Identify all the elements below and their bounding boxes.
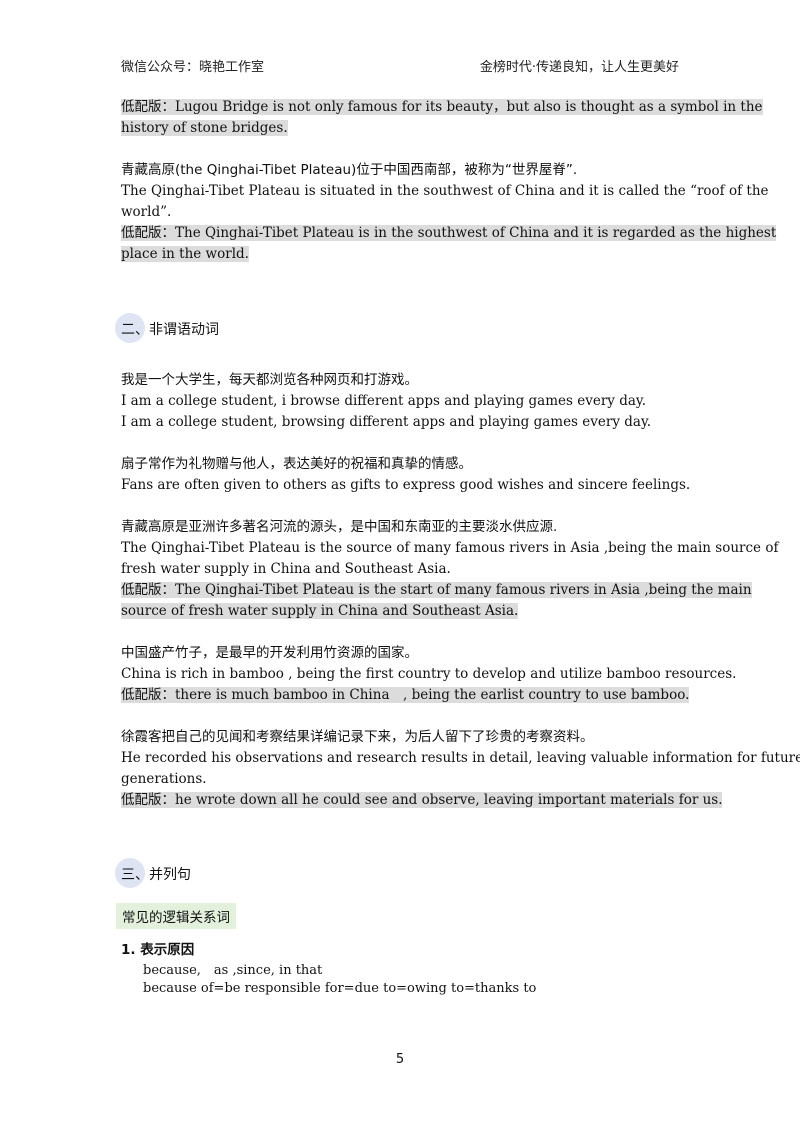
low-version-line: source of fresh water supply in China an… bbox=[121, 601, 519, 622]
low-version-line: 低配版：The Qinghai-Tibet Plateau is the sta… bbox=[121, 580, 752, 601]
low-version-line: 低配版：he wrote down all he could see and o… bbox=[121, 790, 723, 811]
low-version-line: 低配版：The Qinghai-Tibet Plateau is in the … bbox=[121, 223, 777, 244]
english-sentence: Fans are often given to others as gifts … bbox=[121, 477, 691, 493]
english-sentence: I am a college student, browsing differe… bbox=[121, 414, 652, 430]
chinese-sentence: 扇子常作为礼物赠与他人，表达美好的祝福和真挚的情感。 bbox=[121, 456, 472, 472]
list-item-line: because of=be responsible for=due to=owi… bbox=[143, 981, 537, 996]
english-sentence: China is rich in bamboo , being the firs… bbox=[121, 666, 737, 682]
list-item-title: 1. 表示原因 bbox=[121, 942, 195, 958]
highlight: 低配版：Lugou Bridge is not only famous for … bbox=[121, 99, 763, 115]
low-version-line: 低配版：Lugou Bridge is not only famous for … bbox=[121, 97, 763, 118]
chinese-sentence: 徐霞客把自己的见闻和考察结果详编记录下来，为后人留下了珍贵的考察资料。 bbox=[121, 729, 594, 745]
english-sentence: generations. bbox=[121, 771, 207, 787]
header-left: 微信公众号：晓艳工作室 bbox=[121, 60, 265, 75]
chinese-sentence: 青藏高原(the Qinghai-Tibet Plateau)位于中国西南部，被… bbox=[121, 162, 578, 178]
highlight: 低配版：The Qinghai-Tibet Plateau is the sta… bbox=[121, 582, 752, 598]
heading-dot bbox=[115, 858, 145, 888]
highlight: 低配版：The Qinghai-Tibet Plateau is in the … bbox=[121, 225, 777, 241]
highlight: history of stone bridges. bbox=[121, 120, 288, 136]
highlight: 低配版：he wrote down all he could see and o… bbox=[121, 792, 723, 808]
highlight: place in the world. bbox=[121, 246, 249, 262]
english-sentence: fresh water supply in China and Southeas… bbox=[121, 561, 451, 577]
subheading-tag: 常见的逻辑关系词 bbox=[116, 903, 236, 929]
low-version-line: history of stone bridges. bbox=[121, 118, 288, 139]
english-sentence: I am a college student, i browse differe… bbox=[121, 393, 647, 409]
low-version-line: 低配版：there is much bamboo in China , bein… bbox=[121, 685, 690, 706]
highlight: source of fresh water supply in China an… bbox=[121, 603, 519, 619]
header-right: 金榜时代·传递良知，让人生更美好 bbox=[479, 60, 679, 75]
chinese-sentence: 青藏高原是亚洲许多著名河流的源头，是中国和东南亚的主要淡水供应源. bbox=[121, 519, 558, 535]
english-sentence: The Qinghai-Tibet Plateau is the source … bbox=[121, 540, 779, 556]
page-number: 5 bbox=[395, 1052, 405, 1067]
list-item-line: because, as ,since, in that bbox=[143, 963, 323, 978]
english-sentence: world”. bbox=[121, 204, 172, 220]
english-sentence: He recorded his observations and researc… bbox=[121, 750, 800, 766]
section-heading: 三、并列句 bbox=[115, 858, 191, 888]
section-heading: 二、非谓语动词 bbox=[115, 313, 219, 343]
heading-dot bbox=[115, 313, 145, 343]
chinese-sentence: 我是一个大学生，每天都浏览各种网页和打游戏。 bbox=[121, 372, 418, 388]
low-version-line: place in the world. bbox=[121, 244, 249, 265]
highlight: 低配版：there is much bamboo in China , bein… bbox=[121, 687, 690, 703]
chinese-sentence: 中国盛产竹子，是最早的开发利用竹资源的国家。 bbox=[121, 645, 418, 661]
english-sentence: The Qinghai-Tibet Plateau is situated in… bbox=[121, 183, 769, 199]
